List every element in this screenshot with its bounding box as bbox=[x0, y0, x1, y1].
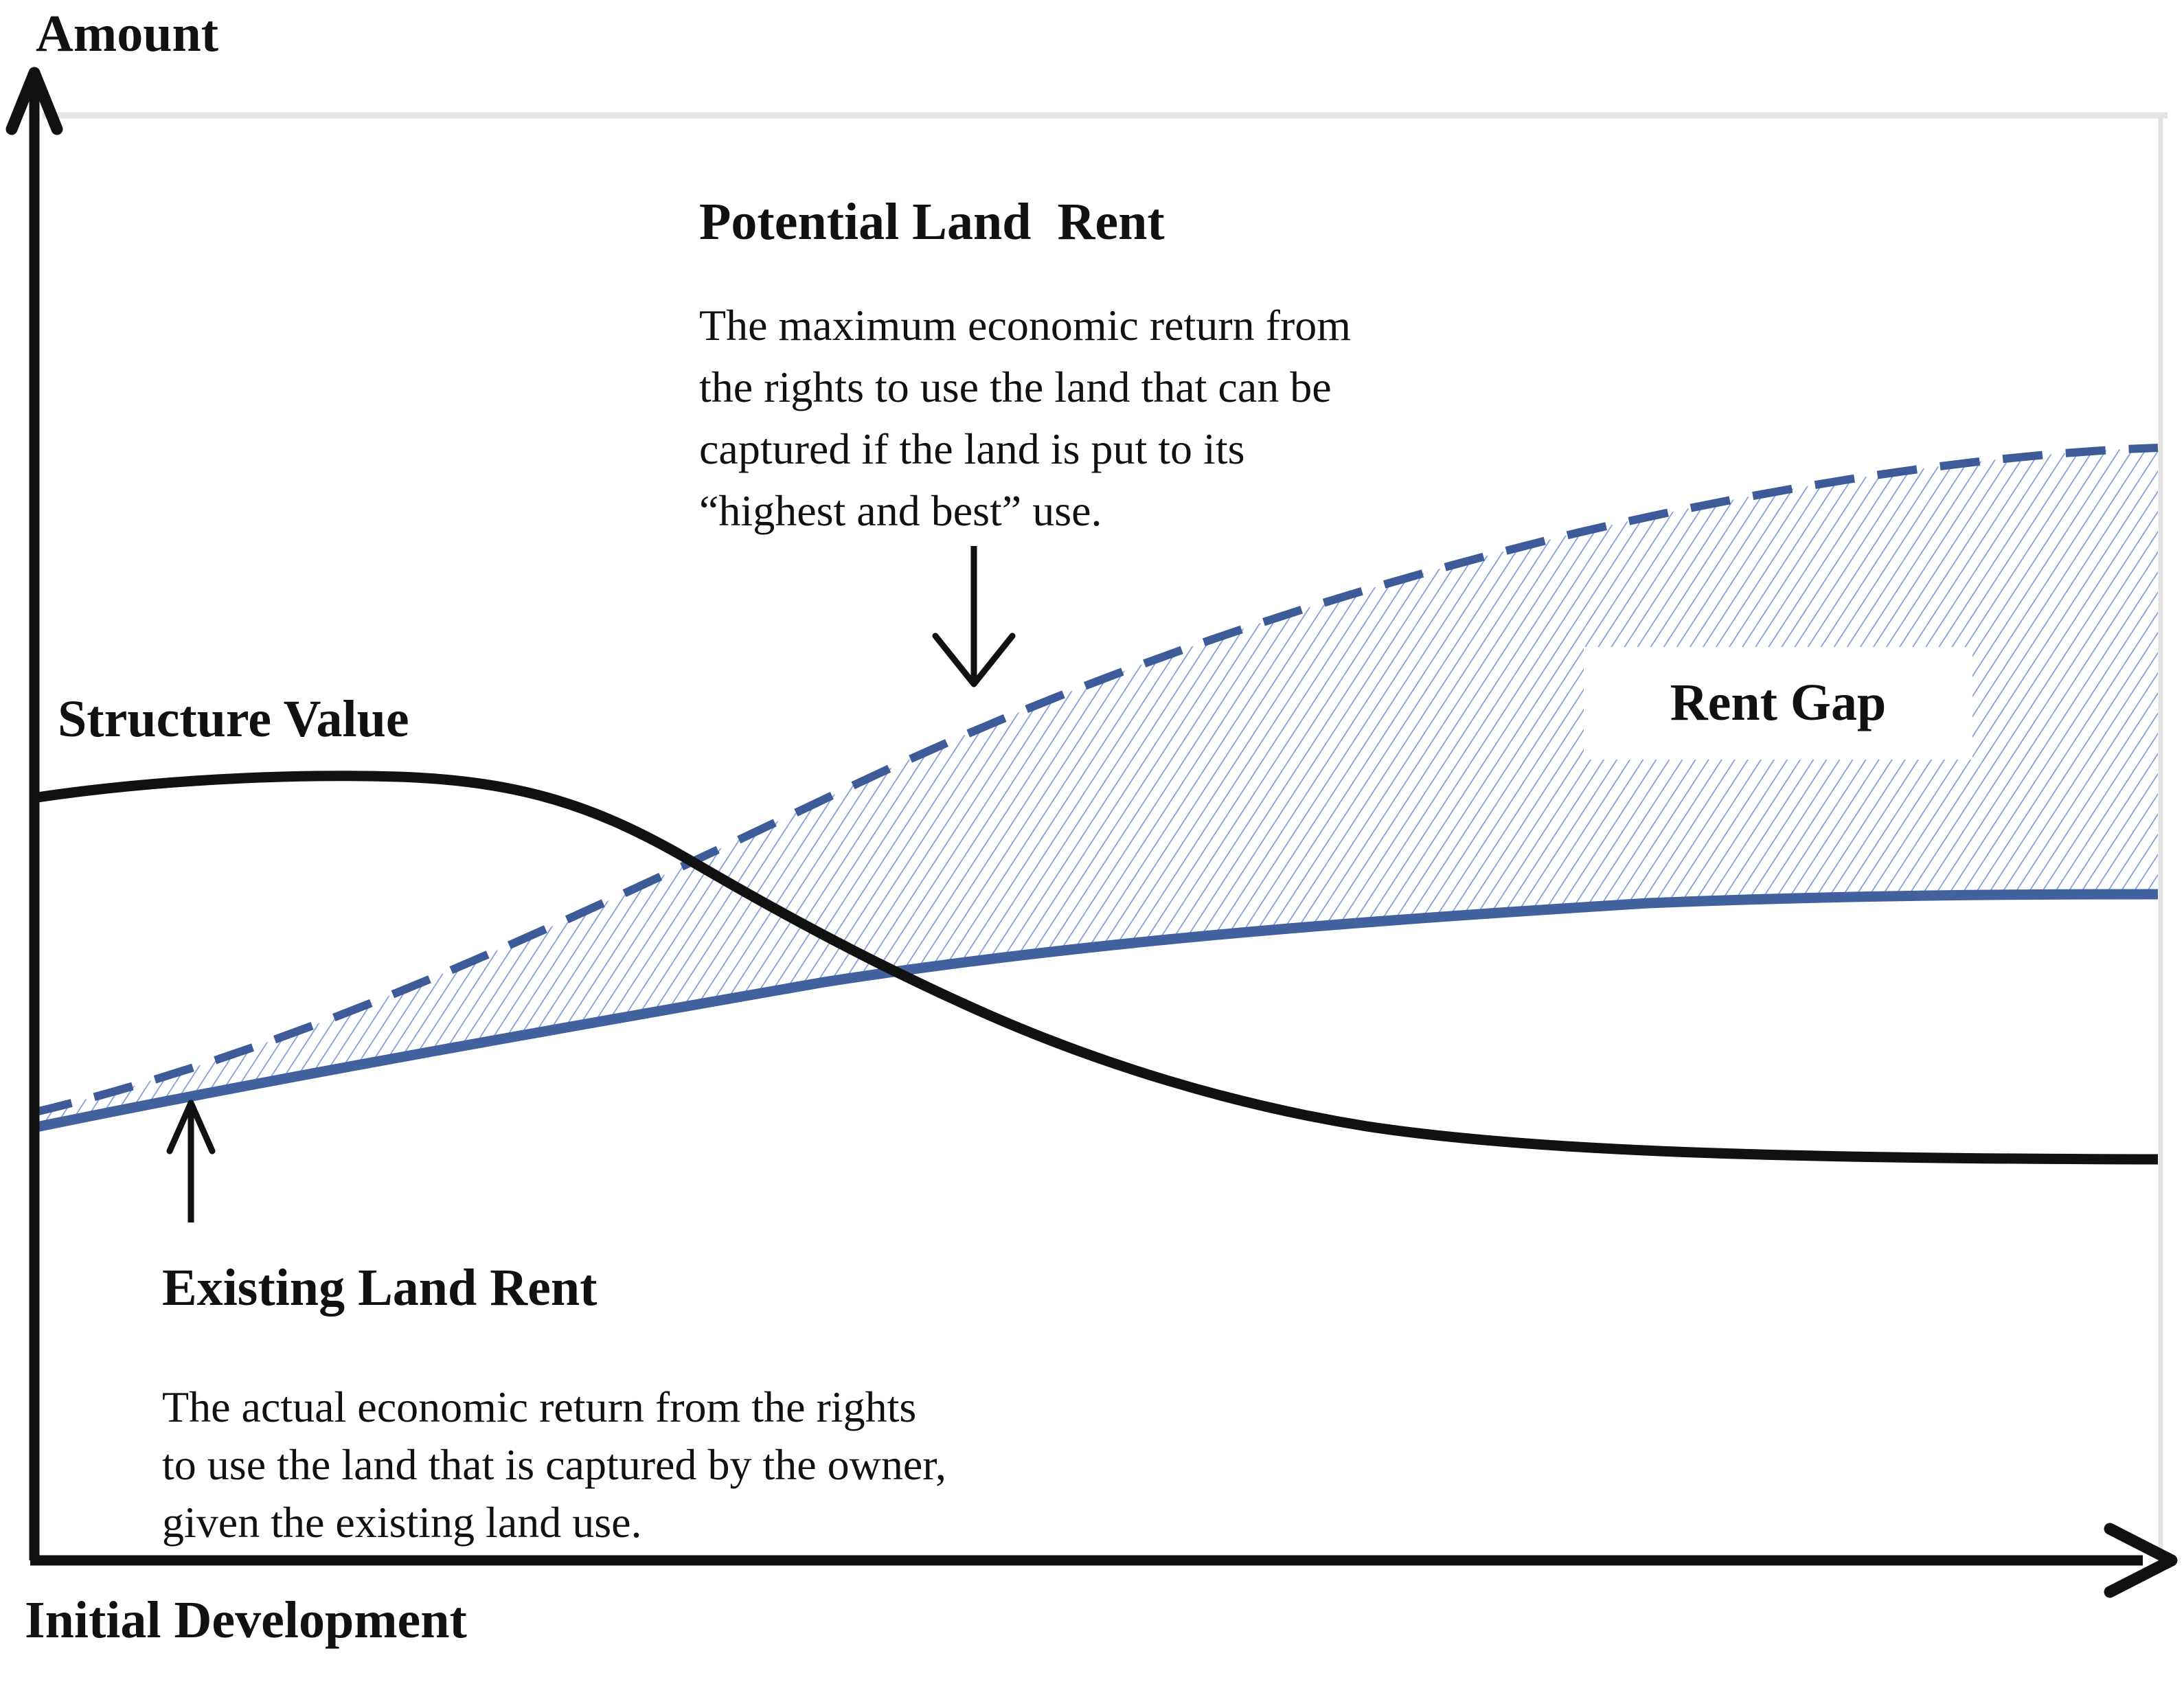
existing-land-rent-description: The actual economic return from the righ… bbox=[162, 1383, 946, 1547]
structure-value-curve bbox=[32, 771, 2159, 1165]
existing-annotation-arrow-icon bbox=[166, 1100, 216, 1222]
potential-land-rent-heading: Potential Land Rent bbox=[699, 193, 1165, 251]
potential-land-rent-curve bbox=[32, 444, 2159, 1117]
potential-land-rent-block: Potential Land Rent The maximum economic… bbox=[699, 168, 1565, 567]
y-axis-arrowhead-icon bbox=[5, 67, 63, 135]
existing-land-rent-curve bbox=[32, 889, 2159, 1133]
potential-annotation-arrow-icon bbox=[932, 546, 1016, 687]
existing-land-rent-heading: Existing Land Rent bbox=[162, 1259, 598, 1317]
structure-value-label: Structure Value bbox=[58, 690, 409, 748]
rent-gap-hatch-area bbox=[33, 448, 2158, 1128]
y-axis-label: Amount bbox=[36, 5, 219, 62]
existing-land-rent-block: Existing Land Rent The actual economic r… bbox=[162, 1233, 1165, 1576]
x-axis-label: Initial Development bbox=[25, 1591, 467, 1649]
potential-land-rent-description: The maximum economic return from the rig… bbox=[699, 301, 1352, 536]
x-axis-arrowhead-icon bbox=[2104, 1523, 2178, 1598]
rent-gap-label: Rent Gap bbox=[1670, 674, 1887, 732]
rent-gap-label-box: Rent Gap bbox=[1584, 647, 1972, 760]
